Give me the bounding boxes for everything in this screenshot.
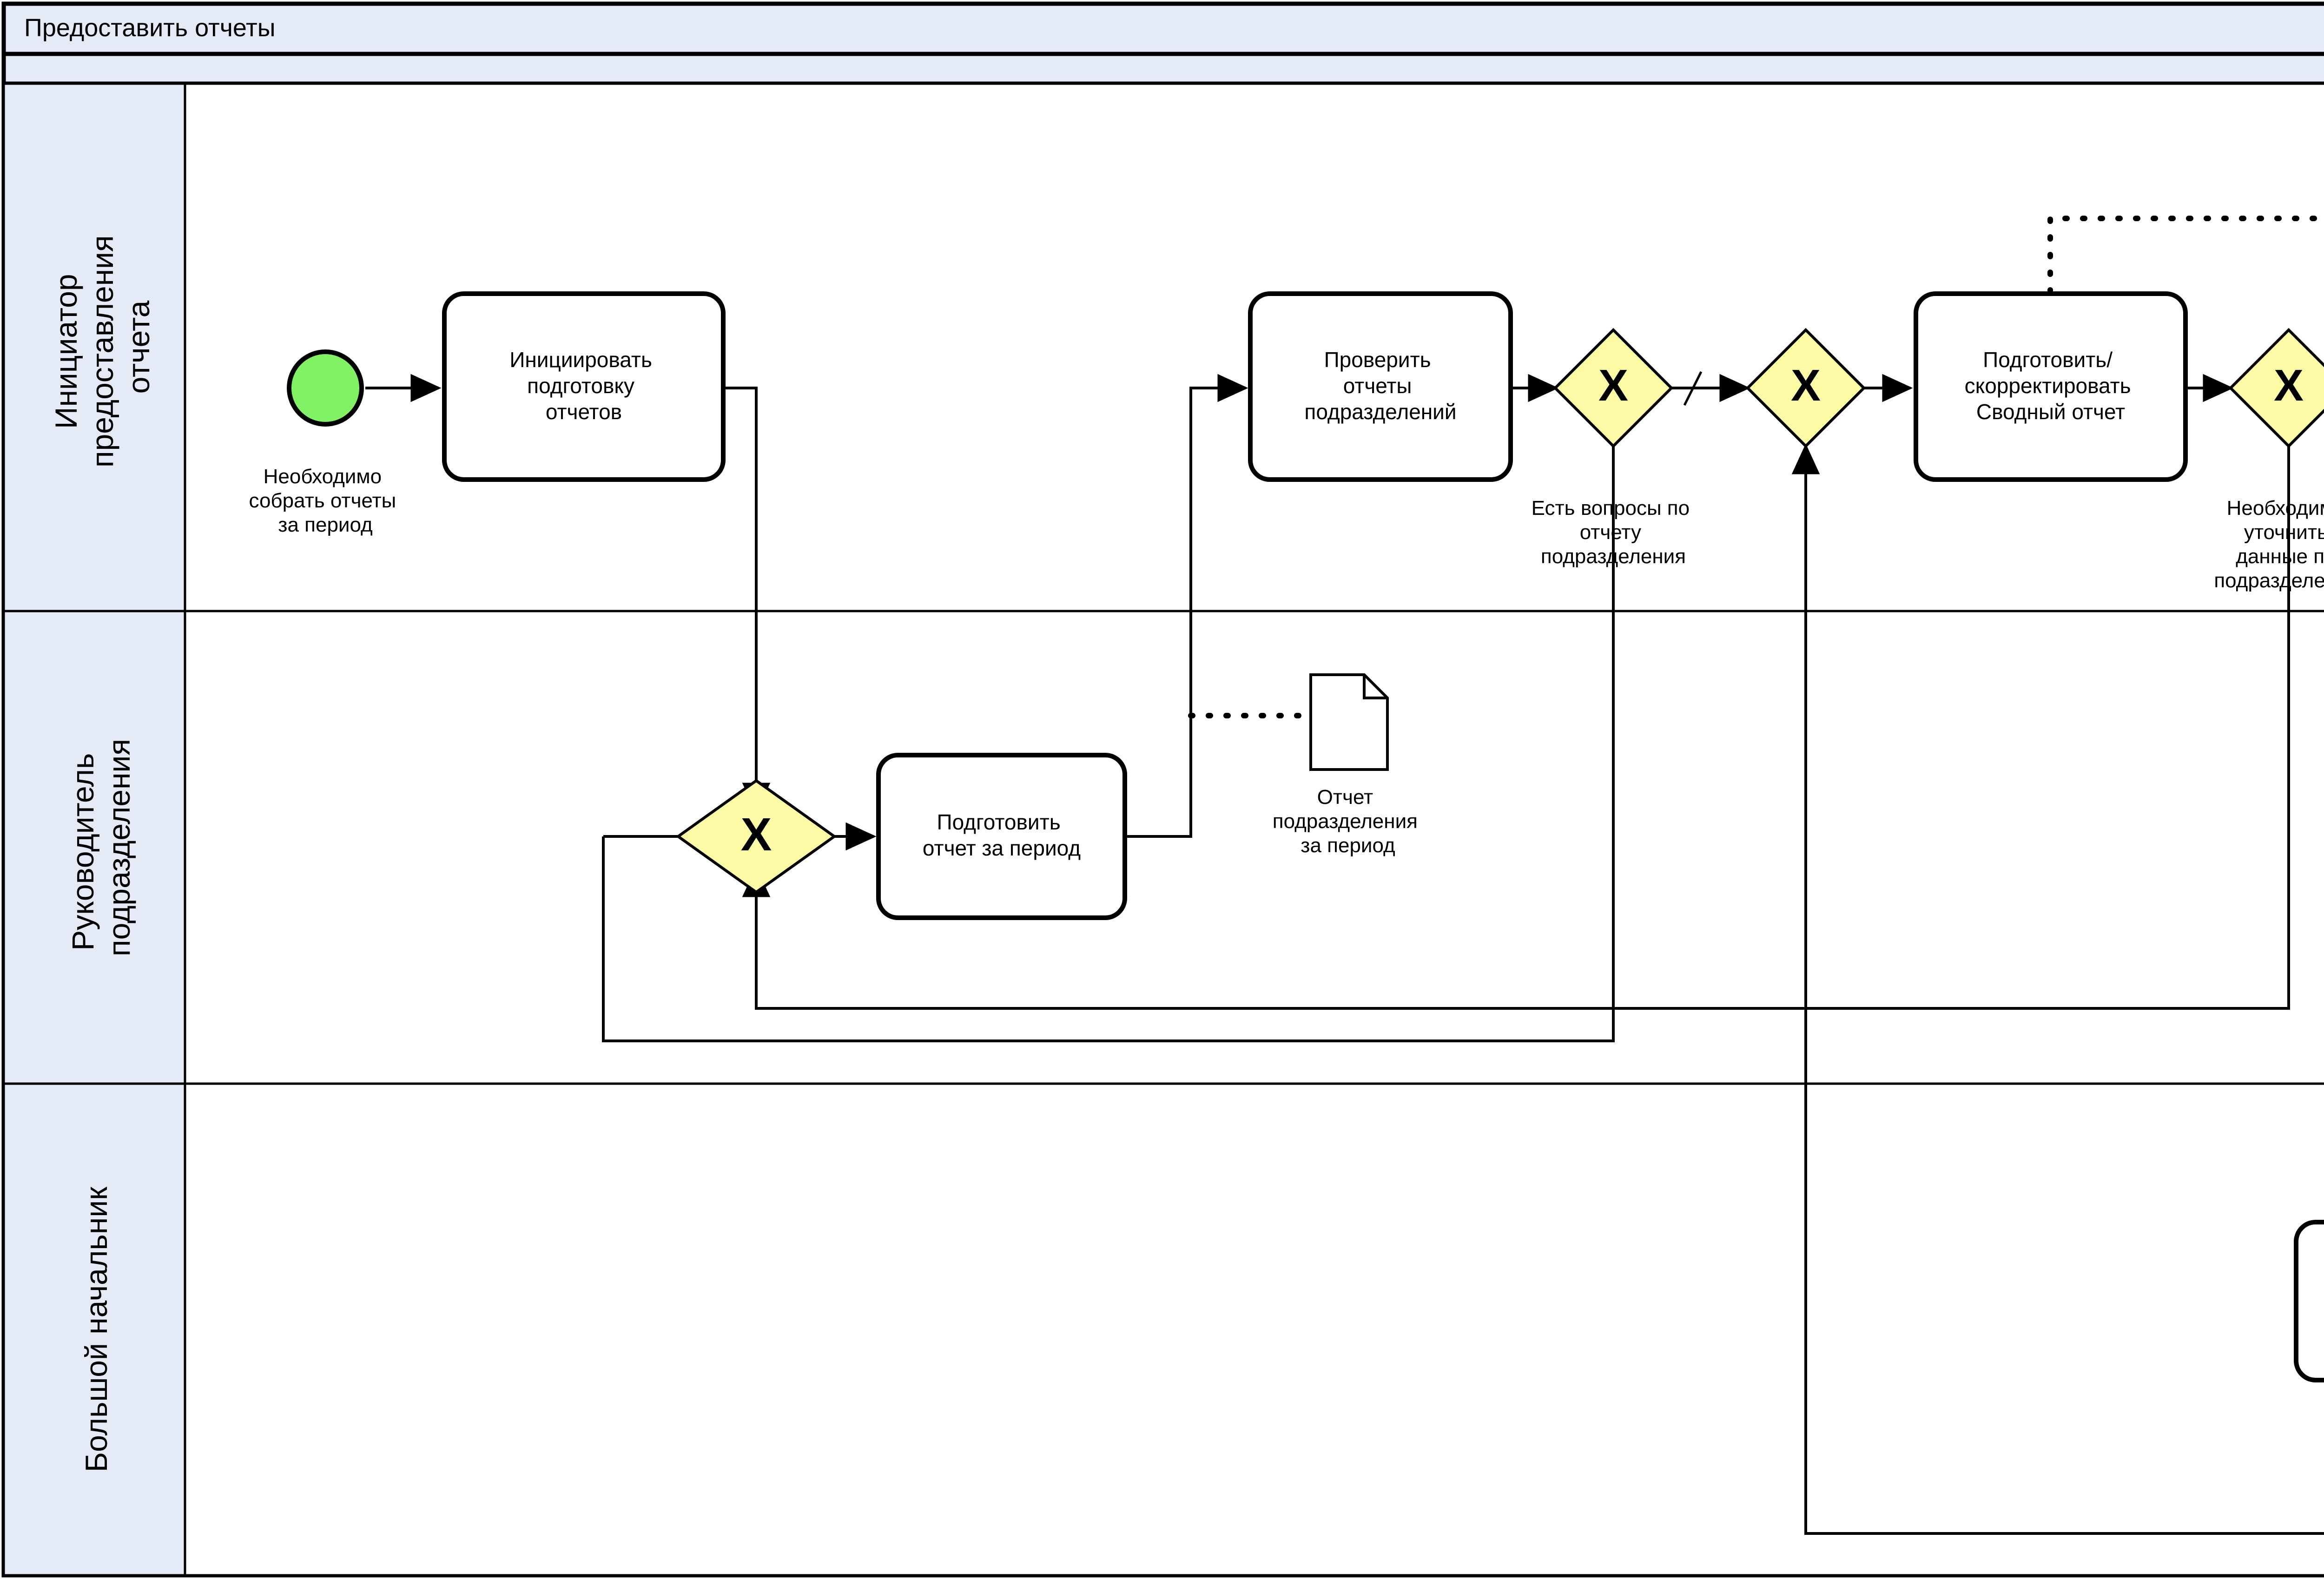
task-initiate-label-line2: подготовку — [527, 374, 634, 398]
gw-clarify-label-line2: уточнить — [2244, 521, 2324, 544]
lane-initiator-label-line1: Инициатор — [49, 274, 83, 429]
task-prepare-summary-box[interactable] — [1914, 291, 2188, 482]
lane-dept-head-label-line2: подразделения — [102, 739, 136, 956]
gw-questions-label-line1: Есть вопросы по — [1532, 497, 1690, 520]
lane-dept-head-label: Руководитель подразделения — [66, 739, 136, 956]
task-initiate[interactable]: Инициировать подготовку отчетов — [442, 291, 726, 482]
gw-merge-dept[interactable]: X — [675, 779, 837, 894]
task-prepare-summary-label-line1: Подготовить/ — [1983, 348, 2113, 372]
start-event-label: Необходимо собрать отчеты за период — [249, 465, 402, 536]
lane-big-boss — [2, 1082, 2324, 1577]
gw-questions-diamond[interactable] — [1553, 328, 1674, 448]
doc-dept-report-label-line1: Отчет — [1317, 786, 1373, 809]
task-approve-summary[interactable]: Утвердить Сводный отчет — [2294, 1220, 2324, 1382]
task-prepare-dept-label-line2: отчет за период — [923, 836, 1081, 860]
task-check-dept-reports-label: Проверить отчеты подразделений — [1304, 348, 1456, 424]
lane-big-boss-label: Большой начальник — [79, 1186, 113, 1472]
start-event[interactable]: Необходимо собрать отчеты за период — [249, 349, 402, 536]
lane-initiator-label-line2: предоставления — [85, 235, 119, 467]
start-event-label-line2: собрать отчеты — [249, 489, 396, 512]
gw-merge-initiator-symbol: X — [1791, 361, 1821, 410]
start-event-label-line1: Необходимо — [264, 465, 382, 488]
lane-dept-head-label-line1: Руководитель — [66, 753, 100, 951]
gw-merge-initiator[interactable]: X — [1745, 328, 1866, 448]
flow-preparedept-to-check — [1124, 374, 1248, 838]
gw-questions-symbol: X — [1598, 361, 1628, 410]
gw-merge-dept-symbol: X — [741, 809, 772, 861]
task-initiate-label-line3: отчетов — [546, 400, 622, 424]
task-initiate-label-line1: Инициировать — [509, 348, 652, 372]
doc-dept-report-fold — [1363, 675, 1387, 699]
task-check-dept-reports[interactable]: Проверить отчеты подразделений — [1248, 291, 1513, 482]
gw-questions[interactable]: X Есть вопросы по отчету подразделения — [1532, 328, 1696, 568]
default-flow-marker-questions — [1683, 371, 1703, 406]
doc-dept-report-shape[interactable] — [1309, 673, 1389, 771]
gw-clarify-label-line4: подразделению — [2214, 569, 2324, 592]
lane-initiator-label: Инициатор предоставления отчета — [49, 227, 156, 467]
gw-merge-dept-diamond[interactable] — [675, 779, 837, 894]
lane-initiator-header — [2, 82, 186, 612]
gw-clarify-label-line3: данные по — [2236, 545, 2324, 568]
task-initiate-box[interactable] — [442, 291, 726, 482]
doc-dept-report-label-line2: подразделения — [1273, 810, 1418, 833]
pool-title-band — [1, 1, 2324, 56]
task-prepare-summary-label: Подготовить/ скорректировать Сводный отч… — [1965, 348, 2137, 424]
flows-layer — [365, 216, 2324, 1535]
page-title: Предоставить отчеты — [24, 14, 276, 42]
flow-questions-down-left — [602, 446, 1615, 1042]
gw-clarify-symbol: X — [2274, 361, 2304, 410]
doc-dept-report[interactable]: Отчет подразделения за период — [1273, 673, 1423, 857]
gw-clarify-label: Необходимо уточнить данные по подразделе… — [2214, 497, 2324, 592]
gw-clarify-label-line1: Необходимо — [2227, 497, 2324, 520]
gw-clarify-diamond[interactable] — [2228, 328, 2324, 448]
assoc-preparesummary-to-docsummary — [2047, 216, 2324, 365]
gw-questions-label-line3: подразделения — [1541, 545, 1686, 568]
gw-questions-label: Есть вопросы по отчету подразделения — [1532, 497, 1696, 568]
gw-questions-label-line2: отчету — [1580, 521, 1641, 544]
flow-initiate-to-merge-dept — [723, 387, 771, 814]
doc-dept-report-label: Отчет подразделения за период — [1273, 786, 1423, 857]
task-prepare-dept-report-box[interactable] — [876, 753, 1127, 920]
task-prepare-dept-report-label: Подготовить отчет за период — [923, 810, 1081, 860]
flow-remarks-to-mergeinit — [1791, 443, 2324, 1535]
lane-dept-head — [2, 610, 2324, 1085]
task-check-label-line2: отчеты — [1343, 374, 1412, 398]
task-prepare-dept-label-line1: Подготовить — [937, 810, 1061, 834]
task-prepare-summary-label-line2: скорректировать — [1965, 374, 2131, 398]
lane-initiator-label-line3: отчета — [121, 300, 156, 394]
task-check-label-line1: Проверить — [1324, 348, 1431, 372]
start-event-label-line3: за период — [278, 513, 372, 536]
task-check-label-line3: подразделений — [1304, 400, 1456, 424]
task-prepare-summary-label-line3: Сводный отчет — [1976, 400, 2125, 424]
task-check-dept-reports-box[interactable] — [1248, 291, 1513, 482]
lane-big-boss-header — [2, 1082, 186, 1577]
task-prepare-summary[interactable]: Подготовить/ скорректировать Сводный отч… — [1914, 291, 2188, 482]
start-event-circle[interactable] — [287, 349, 364, 427]
doc-dept-report-label-line3: за период — [1301, 834, 1395, 857]
gw-clarify[interactable]: X Необходимо уточнить данные по подразде… — [2214, 328, 2324, 592]
flow-clarify-to-mergedept — [742, 446, 2290, 1010]
pool-subband — [1, 52, 2324, 86]
task-approve-summary-box[interactable] — [2294, 1220, 2324, 1382]
lane-dept-head-header — [2, 610, 186, 1085]
task-prepare-dept-report[interactable]: Подготовить отчет за период — [876, 753, 1127, 920]
task-initiate-label: Инициировать подготовку отчетов — [509, 348, 658, 424]
gw-merge-initiator-diamond[interactable] — [1745, 328, 1866, 448]
